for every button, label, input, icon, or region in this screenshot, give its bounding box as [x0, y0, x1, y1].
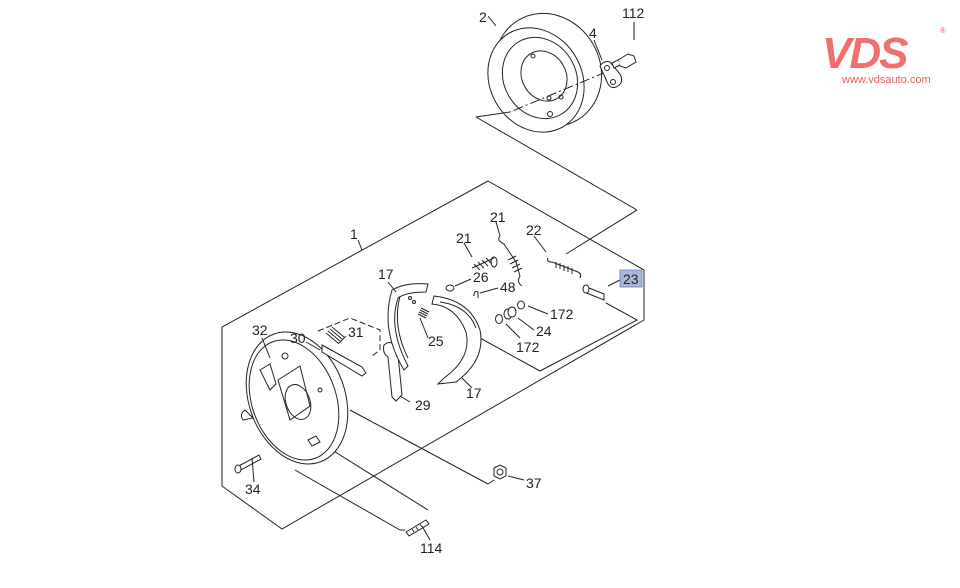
bolt-112-part[interactable] — [611, 53, 637, 69]
assembly-frame — [221, 180, 645, 530]
callout-112[interactable]: 112 — [622, 5, 645, 21]
backing-plate-bracket-part[interactable] — [599, 61, 623, 89]
stud-114-part[interactable] — [405, 519, 430, 537]
vds-logo: VDS — [822, 29, 910, 74]
washer-172b-part[interactable] — [495, 314, 503, 324]
nut-37-part[interactable] — [493, 464, 507, 480]
vds-logo-text: VDS — [822, 29, 908, 74]
return-spring-21a-part[interactable] — [471, 256, 498, 271]
callout-17-lower[interactable]: 17 — [466, 385, 482, 401]
callout-31[interactable]: 31 — [348, 324, 364, 340]
callout-32[interactable]: 32 — [252, 322, 268, 338]
callout-1[interactable]: 1 — [350, 226, 358, 242]
bolt-34-part[interactable] — [234, 454, 262, 474]
callout-17-upper[interactable]: 17 — [378, 266, 394, 282]
callout-23-highlight — [619, 269, 643, 288]
spring-24-part[interactable] — [503, 306, 517, 320]
adjuster-23-part[interactable] — [582, 284, 605, 301]
brake-shoe-secondary-part[interactable] — [431, 295, 482, 385]
washer-26-part[interactable] — [445, 284, 455, 292]
callout-114[interactable]: 114 — [420, 540, 443, 556]
callout-37[interactable]: 37 — [526, 475, 542, 491]
callout-24[interactable]: 24 — [536, 323, 552, 339]
callout-23[interactable]: 23 — [623, 271, 639, 287]
return-spring-21b-part[interactable] — [498, 235, 523, 287]
callout-34[interactable]: 34 — [245, 481, 261, 497]
washer-172a-part[interactable] — [517, 300, 525, 310]
adjuster-lever-part[interactable] — [321, 344, 367, 377]
brake-drum-part[interactable] — [469, 0, 622, 150]
callout-21-upper[interactable]: 21 — [490, 209, 506, 225]
spring-25-part[interactable] — [417, 307, 430, 319]
callout-172-upper[interactable]: 172 — [550, 306, 574, 322]
callout-4[interactable]: 4 — [589, 25, 597, 41]
callout-25[interactable]: 25 — [428, 333, 444, 349]
callout-48[interactable]: 48 — [500, 279, 516, 295]
clip-48-part[interactable] — [473, 291, 479, 299]
callout-29[interactable]: 29 — [415, 397, 431, 413]
spring-31-part[interactable] — [325, 326, 345, 344]
callout-22[interactable]: 22 — [526, 222, 542, 238]
callout-26[interactable]: 26 — [473, 269, 489, 285]
adjuster-spring-22-part[interactable] — [547, 257, 582, 279]
brake-shoe-primary-part[interactable] — [387, 283, 429, 371]
callout-30[interactable]: 30 — [290, 330, 306, 346]
callout-2[interactable]: 2 — [479, 9, 487, 25]
vds-url[interactable]: www.vdsauto.com — [842, 74, 931, 86]
callout-21-lower[interactable]: 21 — [456, 230, 472, 246]
backing-plate-part[interactable] — [229, 318, 366, 479]
callout-172-lower[interactable]: 172 — [516, 339, 540, 355]
registered-mark: ® — [940, 26, 946, 35]
